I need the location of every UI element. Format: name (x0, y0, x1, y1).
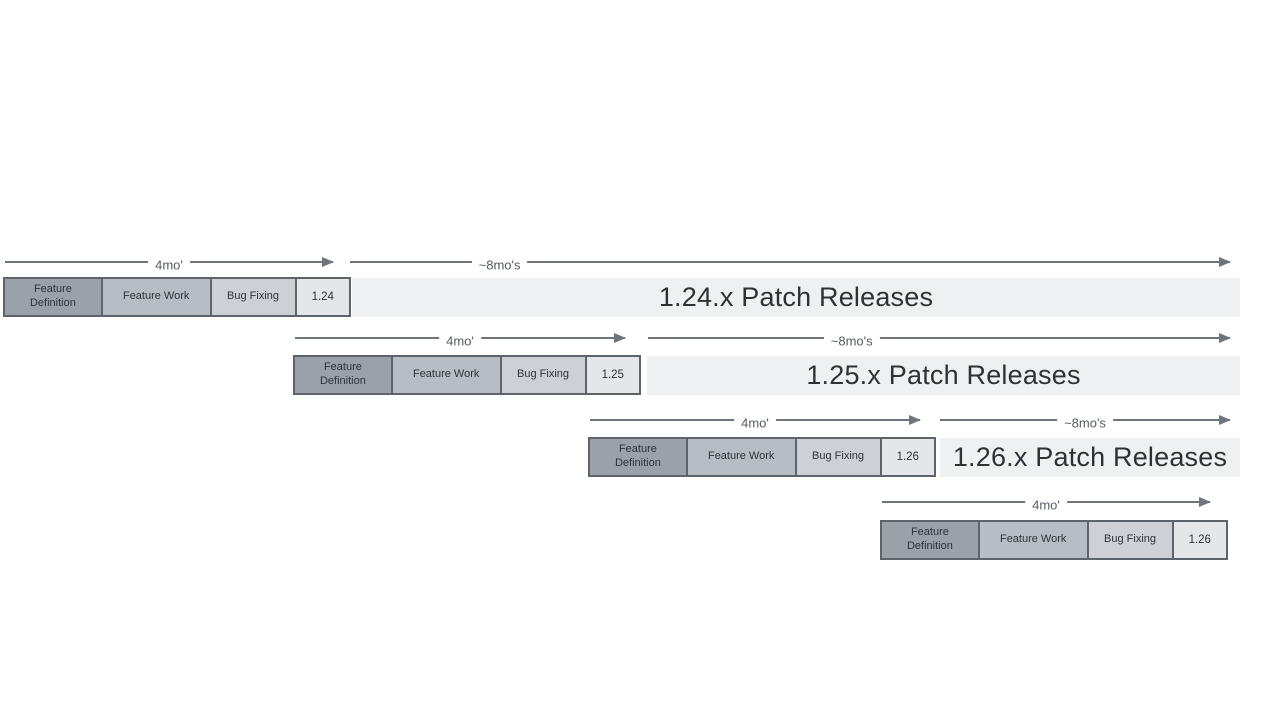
row4-feature-work-box: Feature Work (977, 522, 1087, 558)
row1-patch-release-label: 1.24.x Patch Releases (658, 282, 934, 312)
row3-phase-group: Feature Definition Feature Work Bug Fixi… (588, 437, 936, 477)
row3-version-box: 1.26 (879, 439, 934, 475)
row2-feature-work-box: Feature Work (390, 357, 500, 393)
row2-patch-release-label: 1.25.x Patch Releases (806, 360, 1081, 390)
row4-bug-fixing-box: Bug Fixing (1086, 522, 1172, 558)
row2-patch-release-bar: 1.25.x Patch Releases (647, 356, 1240, 395)
row2-feature-definition-box: Feature Definition (295, 357, 391, 393)
row2-4mo-arrow: 4mo' (295, 333, 626, 349)
row4-feature-definition-box: Feature Definition (882, 522, 978, 558)
row3-8mo-arrow: ~8mo's (940, 415, 1231, 431)
row3-feature-work-box: Feature Work (685, 439, 795, 475)
row1-4mo-arrow: 4mo' (5, 257, 334, 273)
row4-4mo-arrow: 4mo' (882, 497, 1211, 513)
row3-feature-definition-box: Feature Definition (590, 439, 686, 475)
row2-8mo-arrow: ~8mo's (648, 333, 1231, 349)
row1-4mo-label: 4mo' (148, 257, 190, 273)
row3-4mo-arrow: 4mo' (590, 415, 921, 431)
row1-phase-group: Feature Definition Feature Work Bug Fixi… (3, 277, 351, 317)
row1-version-box: 1.24 (294, 279, 349, 315)
row1-bug-fixing-box: Bug Fixing (209, 279, 295, 315)
row1-8mo-label: ~8mo's (471, 257, 528, 273)
row2-version-box: 1.25 (584, 357, 639, 393)
row2-phase-group: Feature Definition Feature Work Bug Fixi… (293, 355, 641, 395)
row3-8mo-label: ~8mo's (1057, 415, 1113, 431)
row3-patch-release-bar: 1.26.x Patch Releases (940, 438, 1240, 477)
row4-4mo-label: 4mo' (1025, 497, 1067, 513)
row1-feature-definition-box: Feature Definition (5, 279, 101, 315)
row4-version-box: 1.26 (1171, 522, 1226, 558)
row2-bug-fixing-box: Bug Fixing (499, 357, 585, 393)
row3-4mo-label: 4mo' (734, 415, 776, 431)
row2-8mo-label: ~8mo's (823, 333, 880, 349)
row1-feature-work-box: Feature Work (100, 279, 210, 315)
row1-patch-release-bar: 1.24.x Patch Releases (352, 278, 1240, 317)
row4-phase-group: Feature Definition Feature Work Bug Fixi… (880, 520, 1228, 560)
row1-8mo-arrow: ~8mo's (350, 257, 1231, 273)
row3-patch-release-label: 1.26.x Patch Releases (952, 442, 1228, 472)
row3-bug-fixing-box: Bug Fixing (794, 439, 880, 475)
row2-4mo-label: 4mo' (439, 333, 481, 349)
